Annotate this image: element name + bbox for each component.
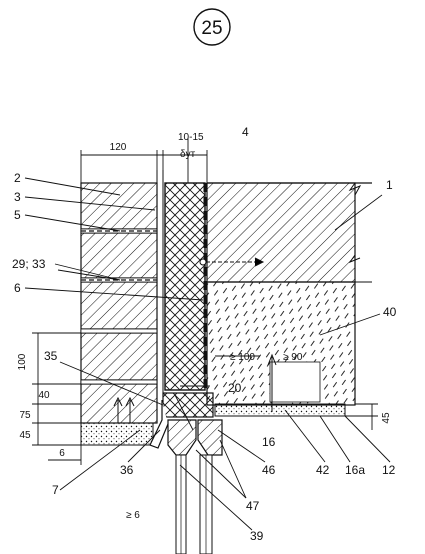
sheet-number: 25 — [201, 18, 222, 39]
dim-insulation: δут — [180, 149, 196, 160]
dim-6-bottom: 6 — [59, 448, 65, 459]
dimension-labels: 120 10-15 δут 100 40 75 45 6 ≥ 6 ≥ 100 ≥… — [17, 132, 392, 521]
aerated-block — [206, 254, 372, 406]
insulation-layer — [164, 182, 207, 391]
callout-47: 47 — [246, 499, 260, 513]
callout-2: 2 — [14, 171, 21, 185]
callout-46: 46 — [262, 463, 276, 477]
dim-75: 75 — [19, 410, 31, 421]
concrete-wall — [206, 182, 372, 283]
dim-90: ≥ 90 — [283, 352, 303, 363]
callout-1: 1 — [386, 178, 393, 192]
callout-35: 35 — [44, 349, 58, 363]
anchor-dowel — [199, 257, 265, 267]
callout-42: 42 — [316, 463, 330, 477]
callout-6: 6 — [14, 281, 21, 295]
callout-5: 5 — [14, 208, 21, 222]
callout-20: 20 — [228, 381, 242, 395]
callout-4: 4 — [242, 125, 249, 139]
leader-lines — [24, 138, 391, 531]
callout-16: 16 — [262, 435, 276, 449]
callout-40: 40 — [383, 305, 397, 319]
callout-39: 39 — [250, 529, 264, 543]
air-gap — [156, 170, 164, 400]
callout-16a: 16a — [345, 463, 365, 477]
dim-gap: 10-15 — [178, 132, 204, 143]
callout-12: 12 — [382, 463, 396, 477]
callout-36: 36 — [120, 463, 134, 477]
dim-45-left: 45 — [19, 430, 31, 441]
callout-3: 3 — [14, 190, 21, 204]
callout-labels: 1 2 3 4 5 6 7 12 16 16a 20 29; 33 35 36 … — [12, 125, 397, 543]
dim-45-right: 45 — [381, 412, 392, 424]
callout-7: 7 — [52, 483, 59, 497]
dim-100-inner: ≥ 100 — [230, 352, 255, 363]
dim-brick-width: 120 — [110, 142, 127, 153]
mortar-bed — [80, 403, 372, 446]
fixing-arrows — [113, 353, 277, 423]
dimension-lines — [32, 150, 378, 465]
dim-6-side: ≥ 6 — [126, 510, 140, 521]
sheet-number-badge: 25 — [193, 8, 231, 46]
dim-40: 40 — [38, 390, 50, 401]
callout-29-33: 29; 33 — [12, 257, 46, 271]
dim-100-left: 100 — [17, 353, 28, 370]
